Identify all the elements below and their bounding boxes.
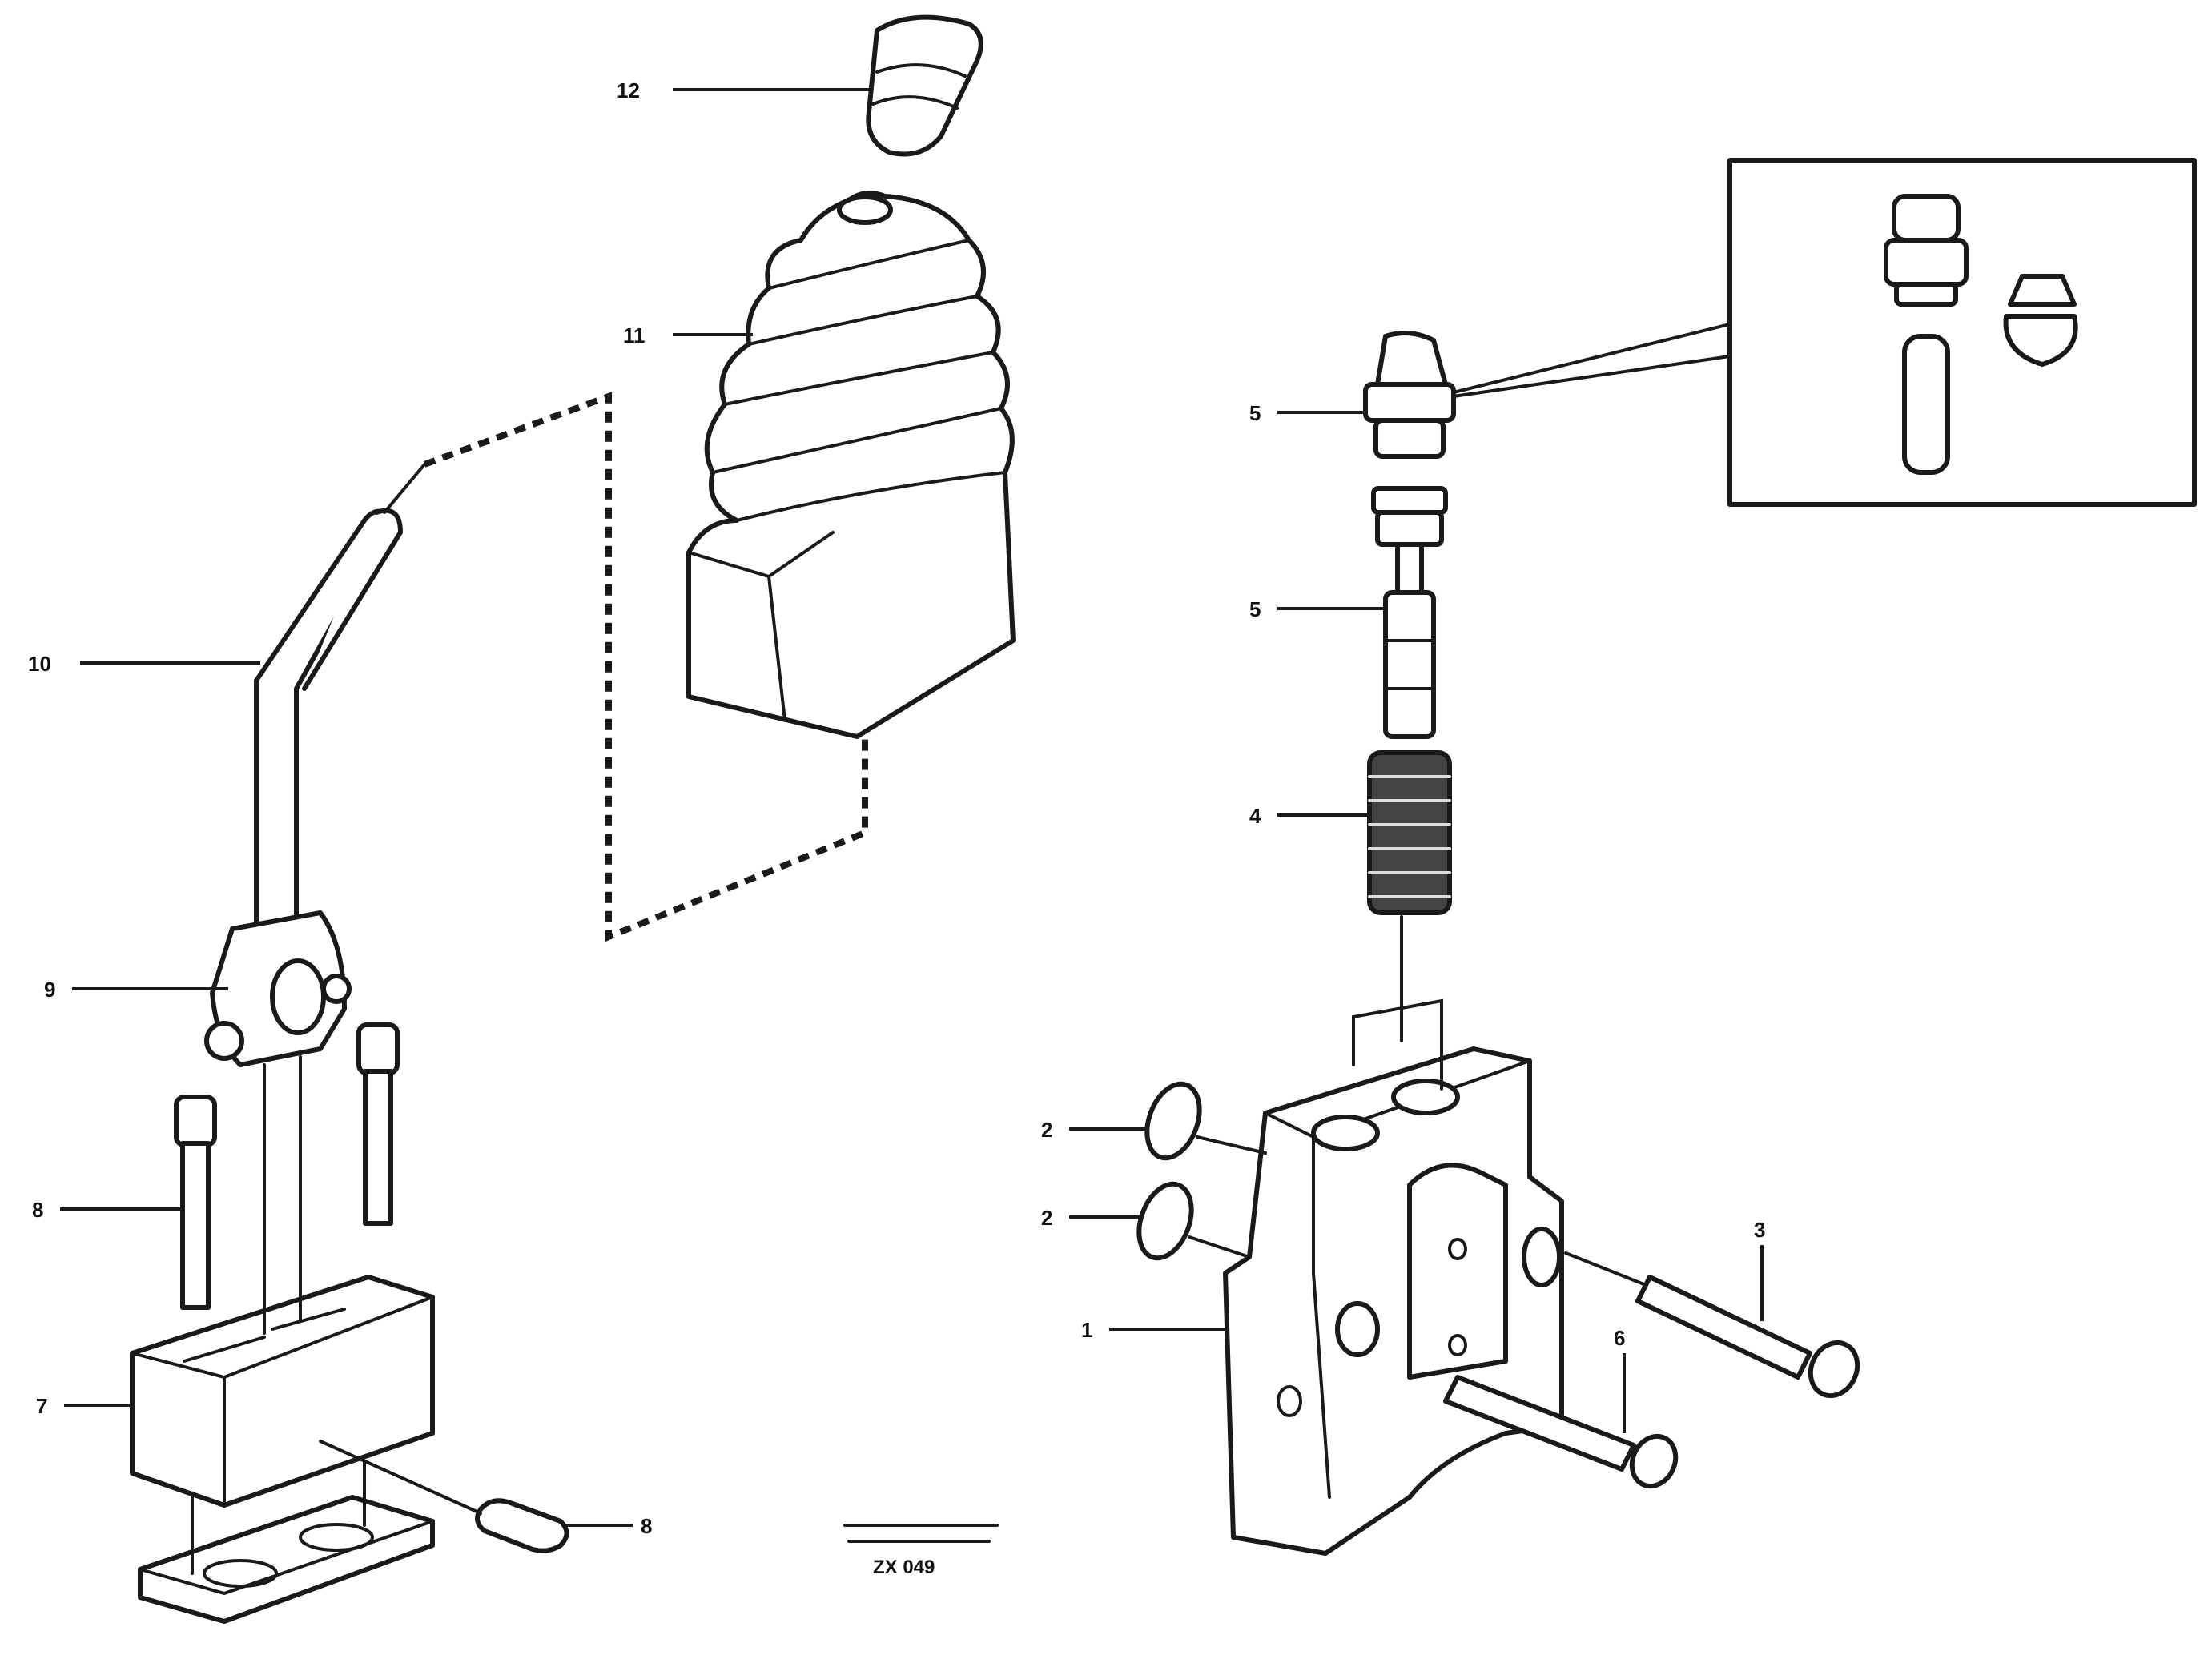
- callout-10-label: 10: [28, 652, 51, 676]
- part-12-knob: [866, 14, 983, 157]
- boot-lever-link-dashed: [423, 392, 868, 942]
- part-2-o-ring-upper: [1144, 1081, 1267, 1161]
- callout-6b-label: 6: [1614, 1326, 1625, 1350]
- callout-7-label: 7: [36, 1394, 47, 1418]
- part-7-base-block: [130, 1055, 435, 1508]
- part-9-pivot-bracket: [204, 910, 352, 1067]
- callout-2b-label: 2: [1041, 1206, 1052, 1230]
- callout-6b: 6: [1614, 1326, 1626, 1433]
- part-10-lever-rod: [254, 463, 426, 931]
- reference-code: ZX 049: [843, 1524, 999, 1578]
- callout-5b-label: 5: [1249, 597, 1261, 621]
- part-6-pin-right: [1443, 1375, 1679, 1489]
- base-plate: [138, 1460, 435, 1624]
- callout-4: 4: [1249, 804, 1369, 828]
- part-5-plug: [1363, 331, 1456, 547]
- part-2-o-ring-lower: [1136, 1181, 1251, 1261]
- callout-8a-label: 8: [32, 1198, 43, 1222]
- callout-9: 9: [44, 978, 228, 1002]
- callout-5a-label: 5: [1249, 401, 1261, 425]
- callout-3a-label: 3: [1754, 1218, 1765, 1242]
- callout-3a: 3: [1754, 1218, 1765, 1321]
- part-8-bolt-left: [174, 1095, 217, 1310]
- part-6-pin-left: [319, 1440, 569, 1553]
- callout-2a-label: 2: [1041, 1118, 1052, 1142]
- callout-1: 1: [1081, 1318, 1225, 1342]
- callout-5b: 5: [1249, 597, 1386, 621]
- callout-11: 11: [623, 323, 753, 347]
- callout-5a: 5: [1249, 401, 1365, 425]
- callout-12: 12: [617, 78, 873, 102]
- callout-6a-label: 8: [641, 1514, 652, 1538]
- callout-2a: 2: [1041, 1118, 1149, 1142]
- callout-12-label: 12: [617, 78, 640, 102]
- callout-6a: 8: [565, 1514, 652, 1538]
- callout-8a: 8: [32, 1198, 180, 1222]
- part-5-spool: [1383, 542, 1436, 739]
- callout-11-label: 11: [623, 323, 646, 347]
- part-3-bolt: [1564, 1251, 1860, 1399]
- callout-7: 7: [36, 1394, 132, 1418]
- part-4-spring: [1367, 750, 1452, 915]
- detail-zoom-box: [1452, 158, 2197, 507]
- part-1-valve-housing: [1223, 915, 1564, 1556]
- callout-9-label: 9: [44, 978, 55, 1002]
- part-8-bolt-right: [356, 1022, 400, 1226]
- callout-2b: 2: [1041, 1206, 1141, 1230]
- part-11-rubber-boot: [686, 191, 1016, 739]
- reference-code-label: ZX 049: [873, 1557, 935, 1578]
- callout-4-label: 4: [1249, 804, 1261, 828]
- callout-10: 10: [28, 652, 260, 676]
- callout-1-label: 1: [1081, 1318, 1092, 1342]
